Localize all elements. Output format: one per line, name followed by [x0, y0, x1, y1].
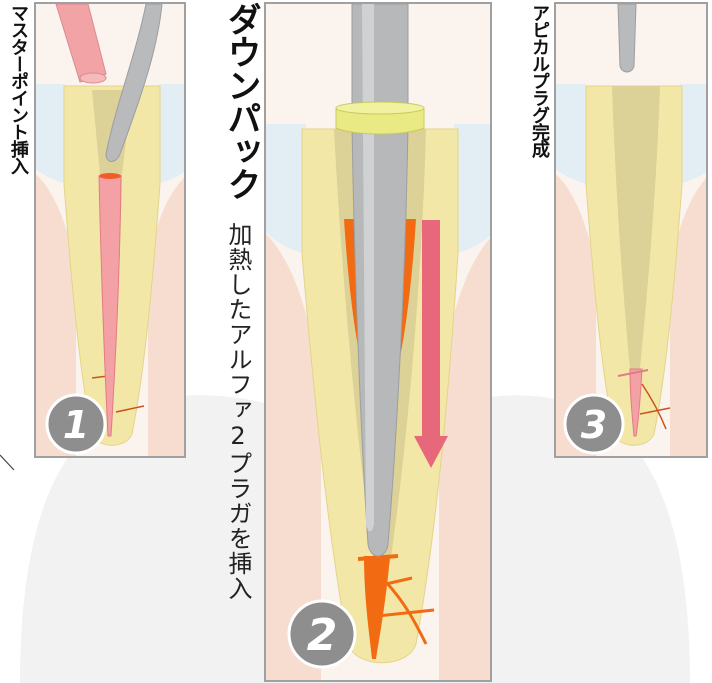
step-2-badge: 2 [286, 598, 358, 670]
plugger-icon [36, 4, 186, 458]
step-3-badge: 3 [562, 392, 626, 456]
plugger-icon [556, 4, 708, 458]
step-2-title: ダウンパック [222, 2, 260, 200]
step-3-number: 3 [581, 403, 607, 447]
step-2-description: 加熱したアルファ2プラガを挿入 [224, 222, 252, 601]
step-1-title: マスターポイント挿入 [7, 4, 29, 174]
step-3-title: アピカルプラグ完成 [528, 4, 550, 157]
step-1-number: 1 [63, 403, 89, 447]
step-2-panel: 2 [264, 2, 492, 682]
step-2-number: 2 [307, 610, 338, 661]
step-3-panel: 3 [554, 2, 708, 458]
step-1-badge: 1 [44, 392, 108, 456]
step-1-panel: 1 [34, 2, 186, 458]
down-arrow-icon [266, 4, 492, 682]
